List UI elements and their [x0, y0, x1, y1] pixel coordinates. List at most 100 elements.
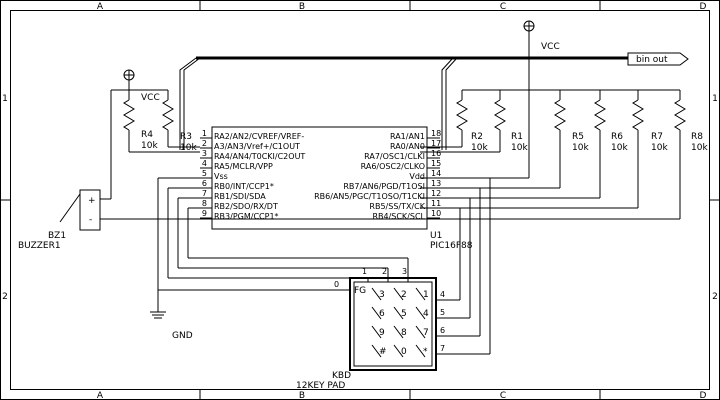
key-switch — [393, 287, 404, 301]
key-switch — [371, 306, 382, 320]
key-switch — [371, 325, 382, 339]
mcu-pin-number: 7 — [202, 189, 207, 198]
resistor-value: 10k — [691, 143, 708, 153]
mcu-pin-number: 18 — [431, 129, 441, 138]
inner-frame — [10, 10, 710, 390]
mcu-pin-name: RA1/AN1 — [390, 132, 425, 141]
key-switch — [415, 344, 426, 358]
vcc-right-label: VCC — [541, 42, 560, 52]
keypad-common-pin: 0 — [334, 280, 339, 289]
mcu-pin-number: 4 — [202, 159, 207, 168]
mcu-pin-name: RA4/AN4/T0CKI/C2OUT — [214, 152, 305, 161]
keypad-name: 12KEY PAD — [296, 381, 345, 391]
buzzer-minus: - — [89, 215, 92, 225]
resistor-value: 10k — [180, 143, 197, 153]
key-switch — [393, 344, 404, 358]
mcu-pin-name: RB5/SS/TX/CK — [369, 202, 425, 211]
left-resistor-wiring — [110, 89, 200, 199]
frame-row-label: 1 — [2, 94, 8, 104]
keypad-row-pin: 4 — [440, 290, 445, 299]
mcu-pin-number: 3 — [202, 149, 207, 158]
resistor-r8-symbol — [674, 99, 686, 131]
frame-col-label: C — [500, 2, 506, 12]
resistor-r5-symbol — [554, 99, 566, 131]
resistor-ref: R7 — [651, 132, 663, 142]
key-label: 4 — [423, 309, 429, 319]
key-label: 3 — [379, 290, 385, 300]
mcu-pin-name: RB2/SDO/RX/DT — [214, 202, 278, 211]
key-switch — [393, 325, 404, 339]
keypad-row-pin: 6 — [440, 326, 445, 335]
buzzer-plus: + — [88, 196, 96, 206]
mcu-pin-name: RB1/SDI/SDA — [214, 192, 266, 201]
key-label: 0 — [401, 347, 407, 357]
keypad-wiring — [150, 177, 491, 355]
vcc-left-label: VCC — [141, 93, 160, 103]
key-switch — [415, 306, 426, 320]
resistor-r7-symbol — [632, 99, 644, 131]
keypad-col-pin: 3 — [402, 267, 407, 276]
key-label: 6 — [379, 309, 385, 319]
resistor-ref: R2 — [471, 132, 483, 142]
key-label: 2 — [401, 290, 407, 300]
mcu-pin-number: 13 — [431, 179, 441, 188]
buzzer-name: BUZZER1 — [18, 241, 61, 251]
mcu-pin-name: RA0/AN0 — [390, 142, 425, 151]
frame-col-label: B — [299, 391, 305, 400]
mcu-pin-number: 11 — [431, 199, 441, 208]
buzzer-ref: BZ1 — [48, 231, 66, 241]
resistor-value: 10k — [611, 143, 628, 153]
mcu-pin-number: 2 — [202, 139, 207, 148]
mcu-pin-name: RB4/SCK/SCL — [372, 212, 425, 221]
keypad-col-pin: 1 — [362, 267, 367, 276]
key-switch — [371, 344, 382, 358]
frame-row-label: 1 — [712, 94, 718, 104]
key-label: 9 — [379, 328, 385, 338]
resistor-ref: R8 — [691, 132, 703, 142]
mcu-pin-number: 14 — [431, 169, 441, 178]
mcu-pin-number: 6 — [202, 179, 207, 188]
frame-col-label: C — [500, 391, 506, 400]
mcu-pin-number: 5 — [202, 169, 207, 178]
resistor-value: 10k — [572, 143, 589, 153]
vcc-left-symbol — [123, 69, 135, 90]
resistor-value: 10k — [471, 143, 488, 153]
mcu-pin-number: 17 — [431, 139, 441, 148]
resistor-ref: R1 — [511, 132, 523, 142]
resistor-value: 10k — [511, 143, 528, 153]
mcu-pin-number: 12 — [431, 189, 441, 198]
resistor-r4-symbol — [123, 99, 135, 131]
mcu-pin-name: RA2/AN2/CVREF/VREF- — [214, 132, 304, 141]
mcu-pin-name: A3/AN3/Vref+/C1OUT — [214, 142, 300, 151]
mcu-pin-number: 10 — [431, 209, 441, 218]
mcu-ref: U1 — [430, 231, 442, 241]
frame-col-label: A — [97, 2, 104, 12]
key-label: # — [379, 347, 387, 357]
mcu-part: PIC16F88 — [430, 241, 473, 251]
key-switch — [415, 325, 426, 339]
mcu-pin-name: Vdd — [409, 172, 425, 181]
frame-row-label: 2 — [712, 292, 718, 302]
resistor-ref: R6 — [611, 132, 623, 142]
key-switch — [415, 287, 426, 301]
bus-label: bin out — [636, 55, 668, 65]
mcu-pin-number: 8 — [202, 199, 207, 208]
resistor-value: 10k — [651, 143, 668, 153]
key-label: 8 — [401, 328, 407, 338]
keypad-row-pin: 5 — [440, 308, 445, 317]
resistor-r3-symbol — [162, 99, 174, 131]
key-label: * — [423, 347, 428, 357]
key-switch — [393, 306, 404, 320]
frame-col-label: D — [700, 2, 707, 12]
resistor-r1-symbol — [494, 99, 506, 131]
right-resistor-wiring — [420, 89, 681, 220]
mcu-pin-number: 16 — [431, 149, 441, 158]
keypad-body — [349, 277, 437, 371]
frame-col-label: B — [299, 2, 305, 12]
resistor-r2-symbol — [456, 99, 468, 131]
keypad-row-pin: 7 — [440, 344, 445, 353]
key-label: 5 — [401, 309, 407, 319]
